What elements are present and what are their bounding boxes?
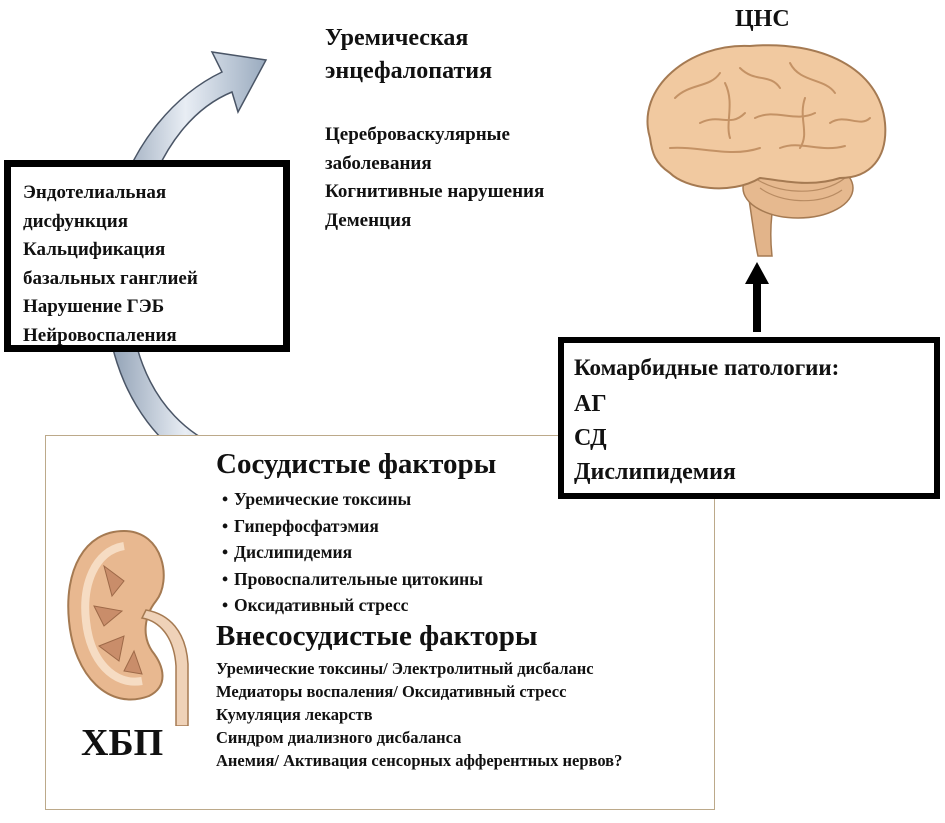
list-item: Когнитивные нарушения bbox=[325, 181, 545, 202]
mechanisms-box: Эндотелиальная дисфункция Кальцификация … bbox=[4, 160, 290, 352]
bullet: • bbox=[222, 542, 229, 562]
list-item: •Провоспалительные цитокины bbox=[222, 566, 483, 593]
list-item: Нарушение ГЭБ bbox=[23, 296, 165, 317]
list-item: дисфункция bbox=[23, 210, 128, 232]
comorbid-box: Комарбидные патологии: АГ СД Дислипидеми… bbox=[558, 337, 940, 499]
bullet: • bbox=[222, 489, 229, 509]
comorbid-list: АГ СД Дислипидемия bbox=[574, 387, 736, 489]
vascular-factors-list: •Уремические токсины •Гиперфосфатэмия •Д… bbox=[222, 486, 483, 619]
list-item: Эндотелиальная bbox=[23, 182, 167, 203]
list-item: Деменция bbox=[325, 209, 412, 231]
bullet: • bbox=[222, 515, 229, 536]
list-item: Синдром диализного дисбаланса bbox=[216, 728, 462, 747]
extravascular-factors-title: Внесосудистые факторы bbox=[216, 620, 538, 652]
list-item: Цереброваскулярные bbox=[325, 124, 510, 145]
bullet: • bbox=[222, 568, 229, 589]
cns-label: ЦНС bbox=[735, 6, 790, 32]
uremic-encephalopathy-title: Уремическая энцефалопатия bbox=[325, 25, 493, 84]
extravascular-factors-list: Уремические токсины/ Электролитный дисба… bbox=[216, 657, 622, 772]
up-arrow-icon bbox=[745, 262, 769, 332]
list-item: Кальцификация bbox=[23, 239, 166, 260]
cns-diseases-list: Цереброваскулярные заболевания Когнитивн… bbox=[325, 121, 625, 235]
list-item: •Уремические токсины bbox=[222, 486, 483, 513]
mechanisms-list: Эндотелиальная дисфункция Кальцификация … bbox=[23, 179, 198, 350]
list-item: Медиаторы воспаления/ Оксидативный стрес… bbox=[216, 682, 567, 701]
list-item: заболевания bbox=[325, 152, 432, 174]
list-item: Дислипидемия bbox=[574, 459, 736, 485]
list-item: Анемия/ Активация сенсорных афферентных … bbox=[216, 751, 623, 770]
list-item: АГ bbox=[574, 391, 607, 417]
list-item: Кумуляция лекарств bbox=[216, 705, 373, 724]
bullet: • bbox=[222, 595, 229, 615]
list-item: •Дислипидемия bbox=[222, 539, 483, 566]
comorbid-title: Комарбидные патологии: bbox=[574, 355, 840, 380]
list-item: Нейровоспаления bbox=[23, 324, 177, 346]
list-item: Уремические токсины/ Электролитный дисба… bbox=[216, 659, 594, 678]
vascular-factors-title: Сосудистые факторы bbox=[216, 448, 497, 480]
list-item: •Гиперфосфатэмия bbox=[222, 513, 483, 540]
ckd-box: Сосудистые факторы •Уремические токсины … bbox=[45, 435, 715, 810]
brain-icon bbox=[646, 44, 887, 257]
list-item: СД bbox=[574, 425, 607, 451]
kidney-icon bbox=[67, 529, 189, 726]
list-item: •Оксидативный стресс bbox=[222, 592, 483, 619]
ckd-label: ХБП bbox=[81, 722, 164, 764]
list-item: базальных ганглией bbox=[23, 267, 198, 289]
